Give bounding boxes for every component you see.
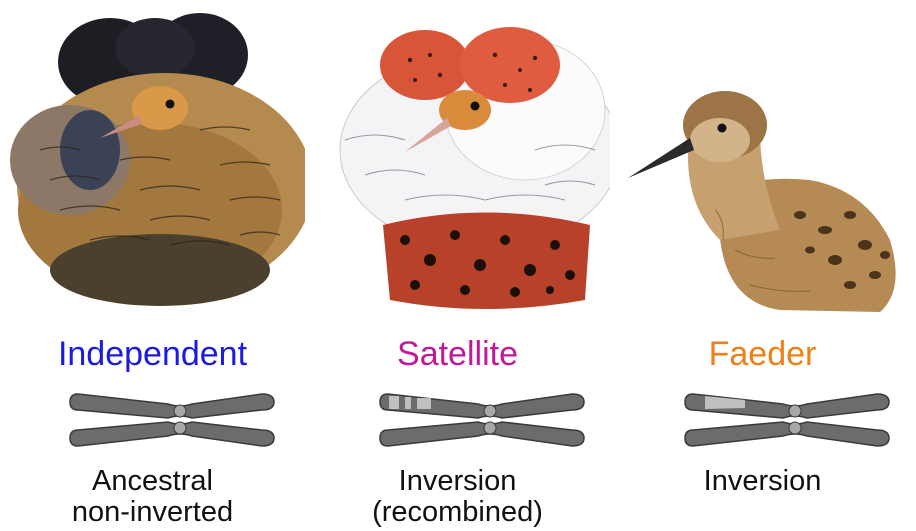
description-line: (recombined): [372, 496, 543, 528]
description-line: Ancestral: [92, 465, 213, 497]
description-line: Inversion: [703, 465, 822, 497]
description-line: non-inverted: [71, 496, 234, 528]
morph-panel-independent: Independent Ancestral non-inverted: [0, 0, 305, 531]
faeder-ruff-illustration: [628, 91, 896, 312]
chromosome-independent-icon: [69, 393, 275, 447]
morph-description-independent: Ancestral non-inverted: [0, 466, 305, 528]
morph-description-faeder: Inversion: [610, 466, 915, 497]
morph-panel-satellite: Satellite Inversion (recombined): [305, 0, 610, 531]
morph-description-satellite: Inversion (recombined): [305, 466, 610, 528]
morph-panel-faeder: Faeder Inversion: [610, 0, 915, 531]
chromosome-faeder-icon: [684, 393, 890, 447]
morph-name-satellite: Satellite: [397, 335, 518, 373]
chromosome-satellite-icon: [379, 393, 585, 447]
morph-name-independent: Independent: [57, 335, 248, 373]
satellite-ruff-illustration: [339, 27, 610, 309]
morph-name-faeder: Faeder: [708, 335, 817, 373]
independent-ruff-illustration: [10, 13, 305, 306]
description-line: Inversion: [398, 465, 517, 497]
